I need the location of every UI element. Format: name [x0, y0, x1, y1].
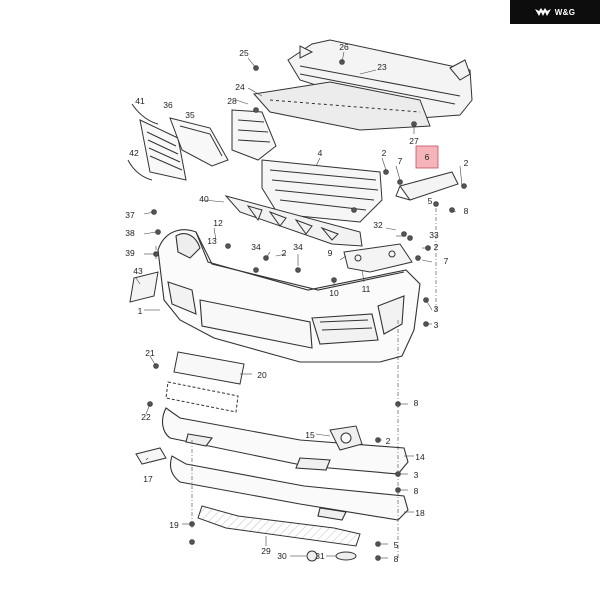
callout-2e: 2	[386, 436, 391, 446]
callout-8d: 8	[394, 554, 399, 564]
undertray	[197, 505, 361, 547]
license-plate-holder	[173, 351, 245, 385]
wing-icon	[534, 7, 551, 16]
callout-41: 41	[135, 96, 145, 106]
callout-8b: 8	[414, 398, 419, 408]
callout-5: 5	[428, 196, 433, 206]
leader-lines	[135, 51, 463, 559]
side-reflector	[129, 271, 159, 303]
callout-11: 11	[362, 284, 371, 294]
callout-6: 6	[425, 152, 430, 162]
callout-22: 22	[141, 412, 151, 422]
callout-37: 37	[125, 210, 135, 220]
callout-2a: 2	[382, 148, 387, 158]
callout-18: 18	[415, 508, 425, 518]
callout-3a: 3	[434, 304, 439, 314]
callout-40: 40	[199, 194, 209, 204]
lower-grille-strip	[224, 195, 363, 247]
callout-19: 19	[169, 520, 179, 530]
callout-31: 31	[315, 551, 325, 561]
upper-crossmember	[287, 39, 473, 119]
callout-23: 23	[377, 62, 387, 72]
callout-33: 33	[429, 230, 439, 240]
callout-4: 4	[318, 148, 323, 158]
callout-9: 9	[328, 248, 333, 258]
highlight-box-part-6	[415, 145, 439, 169]
callout-2d: 2	[434, 242, 439, 252]
callout-2b: 2	[464, 158, 469, 168]
lower-trim	[169, 455, 409, 521]
callout-17: 17	[143, 474, 153, 484]
callout-39: 39	[125, 248, 135, 258]
callout-27: 27	[409, 136, 419, 146]
callout-25: 25	[239, 48, 249, 58]
callout-35: 35	[185, 110, 195, 120]
callout-8c: 8	[414, 486, 419, 496]
callout-43: 43	[133, 266, 143, 276]
callout-28: 28	[227, 96, 237, 106]
callout-15: 15	[305, 430, 315, 440]
callout-7b: 7	[444, 256, 449, 266]
callout-13: 13	[207, 236, 217, 246]
callout-34b: 34	[293, 242, 303, 252]
bumper-cover	[157, 229, 421, 363]
callout-3b: 3	[434, 320, 439, 330]
impact-absorber	[253, 81, 431, 131]
callout-2c: 2	[282, 248, 287, 258]
brand-logo-text: W&G	[554, 7, 576, 17]
locator-lines	[155, 208, 437, 560]
callout-14: 14	[415, 452, 425, 462]
side-bracket	[343, 243, 413, 273]
callout-29: 29	[261, 546, 271, 556]
callout-5b: 5	[394, 540, 399, 550]
callout-26: 26	[339, 42, 349, 52]
callout-12: 12	[213, 218, 223, 228]
callout-8a: 8	[464, 206, 469, 216]
callout-32: 32	[373, 220, 383, 230]
fog-light	[329, 425, 363, 451]
right-mounting-bracket	[395, 171, 459, 201]
grille-insert-left	[135, 447, 167, 465]
callout-34a: 34	[251, 242, 261, 252]
lower-spoiler	[161, 407, 409, 475]
callout-38: 38	[125, 228, 135, 238]
callout-21: 21	[145, 348, 155, 358]
callout-7a: 7	[398, 156, 403, 166]
callout-24: 24	[235, 82, 245, 92]
clip-parts	[306, 550, 357, 562]
callout-10: 10	[329, 288, 339, 298]
callout-36: 36	[163, 100, 173, 110]
left-grille-frame	[127, 103, 229, 181]
callout-1: 1	[138, 306, 143, 316]
callout-42: 42	[129, 148, 139, 158]
callout-labels: 25 26 23 24 28 41 36 35 27 42 4 2 7 6 2 …	[125, 42, 468, 564]
license-plate-mount	[165, 381, 239, 413]
callout-20: 20	[257, 370, 267, 380]
callout-30: 30	[277, 551, 287, 561]
brand-logo: W&G	[510, 0, 600, 24]
callout-3c: 3	[414, 470, 419, 480]
